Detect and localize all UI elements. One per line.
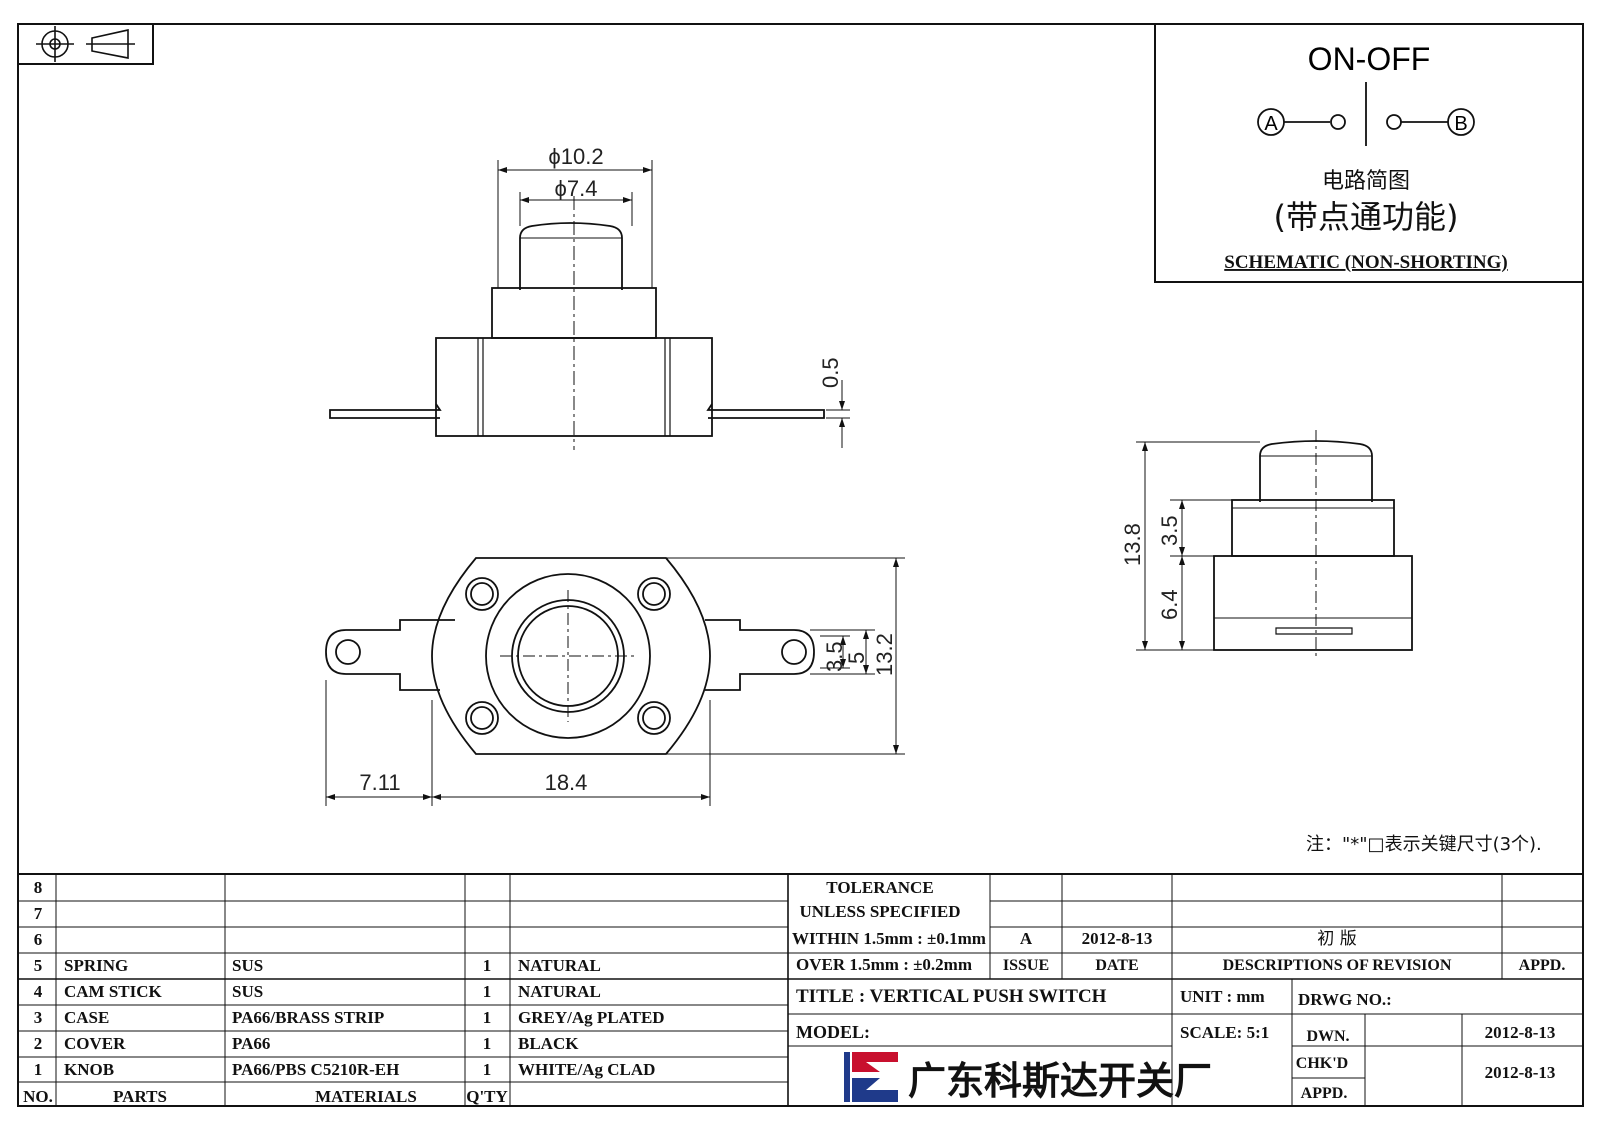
part-finish: WHITE/Ag CLAD bbox=[518, 1060, 655, 1079]
part-number: 6 bbox=[34, 930, 43, 949]
date-label: DATE bbox=[1095, 957, 1138, 974]
unit-label: UNIT : mm bbox=[1180, 987, 1265, 1006]
part-material: PA66/BRASS STRIP bbox=[232, 1008, 384, 1027]
dim-left-tab: 7.11 bbox=[359, 770, 400, 795]
part-material: SUS bbox=[232, 956, 263, 975]
part-quantity: 1 bbox=[483, 1034, 492, 1053]
part-number: 7 bbox=[34, 904, 43, 923]
part-number: 3 bbox=[34, 1008, 43, 1027]
schematic-panel: ON-OFF A B 电路简图 (带点通功能) SCHEMATIC (NON-S… bbox=[1154, 23, 1584, 283]
tolerance-subtitle: UNLESS SPECIFIED bbox=[799, 902, 960, 921]
schematic-cn-subtitle: (带点通功能) bbox=[1274, 198, 1459, 236]
switch-symbol-icon bbox=[1257, 82, 1475, 146]
desc-label: DESCRIPTIONS OF REVISION bbox=[1223, 957, 1452, 974]
part-material: PA66/PBS C5210R-EH bbox=[232, 1060, 399, 1079]
header-no: NO. bbox=[23, 1087, 53, 1106]
drawing-title: TITLE : VERTICAL PUSH SWITCH bbox=[796, 986, 1107, 1007]
issue-label: ISSUE bbox=[1003, 957, 1049, 974]
drwg-no-label: DRWG NO.: bbox=[1298, 990, 1392, 1009]
part-name: CASE bbox=[64, 1008, 109, 1027]
company-name: 广东科斯达开关厂 bbox=[908, 1059, 1212, 1103]
revision-description: 初 版 bbox=[1317, 929, 1356, 949]
scale-label: SCALE: 5:1 bbox=[1180, 1023, 1269, 1042]
revision-issue: A bbox=[1020, 929, 1033, 948]
terminal-a-label: A bbox=[1264, 113, 1278, 135]
dwn-label: DWN. bbox=[1306, 1028, 1349, 1045]
terminal-b-label: B bbox=[1454, 113, 1467, 135]
part-name: KNOB bbox=[64, 1060, 114, 1079]
tolerance-title: TOLERANCE bbox=[826, 878, 933, 897]
schematic-cn-title: 电路简图 bbox=[1322, 169, 1410, 194]
top-view-dimensions bbox=[325, 557, 905, 806]
header-materials: MATERIALS bbox=[315, 1087, 417, 1106]
dim-cap-height: 3.5 bbox=[1157, 515, 1182, 546]
dim-hole-spacing: 3.5 bbox=[822, 641, 847, 672]
tolerance-over: OVER 1.5mm : ±0.2mm bbox=[796, 955, 972, 974]
side-view-dimensions bbox=[1136, 441, 1260, 651]
chkd-label: CHK'D bbox=[1296, 1055, 1348, 1072]
dim-tab-thickness: 0.5 bbox=[818, 357, 843, 388]
front-view-dimensions bbox=[497, 160, 850, 448]
part-number: 1 bbox=[34, 1060, 43, 1079]
part-quantity: 1 bbox=[483, 1008, 492, 1027]
part-finish: NATURAL bbox=[518, 956, 601, 975]
top-view bbox=[325, 557, 815, 755]
chkd-date: 2012-8-13 bbox=[1485, 1063, 1556, 1082]
tolerance-within: WITHIN 1.5mm : ±0.1mm bbox=[792, 929, 986, 948]
company-logo-icon bbox=[844, 1052, 898, 1102]
projection-symbol-icon bbox=[17, 23, 154, 65]
part-name: CAM STICK bbox=[64, 982, 163, 1001]
part-name: COVER bbox=[64, 1034, 126, 1053]
part-number: 2 bbox=[34, 1034, 43, 1053]
dim-total-height: 13.8 bbox=[1120, 523, 1145, 566]
part-number: 4 bbox=[34, 982, 43, 1001]
side-view bbox=[1213, 430, 1413, 660]
dwn-date: 2012-8-13 bbox=[1485, 1023, 1556, 1042]
part-material: SUS bbox=[232, 982, 263, 1001]
dim-base-height: 6.4 bbox=[1157, 589, 1182, 620]
schematic-caption: SCHEMATIC (NON-SHORTING) bbox=[1224, 252, 1507, 273]
appd-header-label: APPD. bbox=[1519, 957, 1566, 974]
sheet-border bbox=[17, 23, 1584, 1107]
model-label: MODEL: bbox=[796, 1022, 870, 1042]
part-name: SPRING bbox=[64, 956, 128, 975]
part-number: 8 bbox=[34, 878, 43, 897]
part-material: PA66 bbox=[232, 1034, 270, 1053]
header-qty: Q'TY bbox=[466, 1087, 508, 1106]
dim-body-height: 13.2 bbox=[872, 633, 897, 676]
part-finish: BLACK bbox=[518, 1034, 579, 1053]
appd-label: APPD. bbox=[1301, 1085, 1348, 1102]
header-parts: PARTS bbox=[113, 1087, 167, 1106]
dim-body-width: 18.4 bbox=[545, 770, 588, 795]
part-number: 5 bbox=[34, 956, 43, 975]
key-dimension-note: 注："*"□表示关键尺寸(3个). bbox=[1306, 834, 1542, 855]
dim-knob-inner: ϕ7.4 bbox=[555, 176, 598, 201]
schematic-title: ON-OFF bbox=[1308, 41, 1431, 77]
dim-body-inner: 5 bbox=[844, 652, 869, 664]
part-finish: GREY/Ag PLATED bbox=[518, 1008, 665, 1027]
part-finish: NATURAL bbox=[518, 982, 601, 1001]
revision-date: 2012-8-13 bbox=[1082, 929, 1153, 948]
part-quantity: 1 bbox=[483, 956, 492, 975]
dim-knob-outer: ϕ10.2 bbox=[548, 144, 603, 169]
parts-table-grid bbox=[18, 873, 1583, 1106]
front-view bbox=[329, 196, 825, 450]
part-quantity: 1 bbox=[483, 1060, 492, 1079]
part-quantity: 1 bbox=[483, 982, 492, 1001]
revision-grid bbox=[788, 874, 1583, 1106]
